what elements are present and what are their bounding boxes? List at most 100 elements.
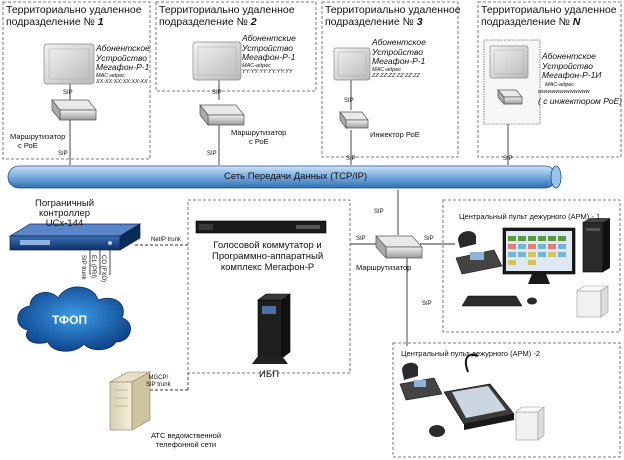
region-box-1 xyxy=(2,1,151,160)
region-3-title-line2: подразделение № xyxy=(325,16,414,28)
region-3-num: 3 xyxy=(416,16,423,28)
device-2-mac: YY:YY:YY:YY:YY:YY xyxy=(242,69,293,75)
sip-label-1b: SIP xyxy=(58,151,68,157)
core-router xyxy=(375,235,423,259)
region-box-n xyxy=(477,1,622,158)
pbx-cabinet xyxy=(108,371,152,431)
speaker-device-2 xyxy=(192,41,242,81)
console1-mouse xyxy=(527,297,537,305)
region-1-num: 1 xyxy=(97,16,104,28)
dashed-lines xyxy=(135,244,189,391)
device-n-line3: Мегафон-Р-1И xyxy=(542,70,602,80)
device-3-mac-label: MAC-адрес xyxy=(372,66,401,73)
device-1-label: Абонентское Устройство Мегафон-Р-1 MAC-а… xyxy=(96,43,150,86)
core-router-label: Маршрутизатор xyxy=(356,263,412,272)
mgcp-label: MGCP/ SIP trunk xyxy=(146,375,171,389)
console1-pc xyxy=(582,218,610,273)
sip-label-core-left: SIP xyxy=(356,236,366,242)
router-1-line2: с РоЕ xyxy=(18,141,38,150)
device-n-line1: Абонентское xyxy=(542,51,596,61)
sip-label-2b: SIP xyxy=(207,151,217,157)
region-n-title: Территориально удаленное подразделение №… xyxy=(481,4,617,28)
voice-switch-line3: комплекс Мегафон-Р xyxy=(220,262,315,273)
device-1-line2: Устройство xyxy=(96,52,147,63)
voice-switch-line1: Голосовой коммутатор и xyxy=(213,240,322,251)
region-1-title-line1: Территориально удаленное xyxy=(6,4,142,16)
sip-label-2a: SIP xyxy=(212,90,222,96)
console2-ups xyxy=(515,406,545,441)
border-controller-line1: Пограничный xyxy=(35,198,95,209)
pstn-cloud xyxy=(17,286,131,352)
voice-switch-line2: Программно-аппаратный xyxy=(212,251,324,262)
router-2-line2: с РоЕ xyxy=(249,137,269,146)
device-2-mac-label: MAC-адрес xyxy=(242,62,271,69)
sip-label-core-right: SIP xyxy=(424,236,434,242)
router-2-label: Маршрутизатор с РоЕ xyxy=(231,128,286,146)
speaker-device-3 xyxy=(333,47,371,81)
region-3-title-line1: Территориально удаленное xyxy=(325,4,461,16)
poe-router-1 xyxy=(51,99,97,121)
device-2-line3: Мегафон-Р-1 xyxy=(242,52,296,62)
device-3-line2: Устройство xyxy=(372,46,423,57)
device-3-mac: ZZ:ZZ:ZZ:ZZ:ZZ:ZZ xyxy=(372,73,420,79)
voice-switch-label: Голосовой коммутатор и Программно-аппара… xyxy=(212,240,323,273)
region-n-num: N xyxy=(572,16,581,28)
console1-ups xyxy=(576,285,609,318)
router-1-label: Маршрутизатор с РоЕ xyxy=(10,132,65,150)
region-box-3 xyxy=(321,1,459,158)
sip-label-3a: SIP xyxy=(344,98,354,104)
device-n-line2: Устройство xyxy=(542,60,593,71)
poe-injector-3 xyxy=(339,110,369,130)
poe-router-2 xyxy=(199,104,245,126)
mgcp-line2: SIP trunk xyxy=(146,382,171,388)
console2-phone xyxy=(399,362,443,401)
region-n-title-line2: подразделение № xyxy=(481,16,570,28)
co-fxo-label: CO (FXO) xyxy=(100,255,106,282)
speaker-device-n xyxy=(483,39,541,125)
device-n-label: Абонентское Устройство Мегафон-Р-1И xyxy=(542,51,602,81)
pbx-line2: телефонной сети xyxy=(155,440,217,449)
device-3-line1: Абонентское xyxy=(372,37,426,47)
pstn-label: ТФОП xyxy=(52,313,88,327)
device-2-line2: Устройство xyxy=(242,42,293,53)
sip-label-1a: SIP xyxy=(63,90,73,96)
console2-box xyxy=(392,342,621,458)
sip-label-core-up: SIP xyxy=(374,209,384,215)
sip-trunk-label: SIP trunk xyxy=(80,255,86,280)
device-n-injector-note: ( с инжектором РоЕ) xyxy=(538,96,623,106)
console1-keyboard xyxy=(461,295,523,307)
ucx-controller xyxy=(8,223,142,251)
border-controller-line2: контроллер xyxy=(38,208,91,219)
ups-tower xyxy=(252,293,291,364)
console2-label: Центральный пульт дежурного (АРМ) -2 xyxy=(401,349,541,358)
network-bus-label: Сеть Передачи Данных (TCP/IP) xyxy=(224,171,368,182)
mgcp-line1: MGCP/ xyxy=(148,375,169,381)
console2-dispatch-panel xyxy=(443,353,515,430)
region-n-title-line1: Территориально удаленное xyxy=(481,4,617,16)
device-3-line3: Мегафон-Р-1 xyxy=(372,56,426,66)
border-controller-label: Пограничный контроллер UCx-144 xyxy=(35,199,94,229)
region-2-title-line1: Территориально удаленное xyxy=(159,4,295,16)
e1-pri-label: E1 (PRI) xyxy=(90,255,96,279)
router-1-line1: Маршрутизатор xyxy=(10,132,66,141)
speaker-device-1 xyxy=(43,43,95,85)
network-bus xyxy=(7,165,562,189)
region-2-title-line2: подразделение № xyxy=(159,16,248,28)
sip-label-na: SIP xyxy=(503,156,513,162)
pbx-line1: АТС ведомственной xyxy=(151,431,222,440)
voice-switch xyxy=(195,220,327,234)
region-2-num: 2 xyxy=(250,16,257,28)
region-1-title-line2: подразделение № xyxy=(6,16,95,28)
device-2-label: Абонентские Устройство Мегафон-Р-1 MAC-а… xyxy=(242,33,296,76)
console1-label: Центральный пульт дежурного (АРМ) - 1 xyxy=(459,212,601,221)
region-3-title: Территориально удаленное подразделение №… xyxy=(325,4,461,28)
pbx-label: АТС ведомственной телефонной сети xyxy=(151,431,221,449)
console1-phone xyxy=(455,231,503,275)
device-n-mac: wwwwwwwwwwwww xyxy=(538,89,590,95)
device-2-line1: Абонентские xyxy=(242,33,296,43)
ups-label: ИБП xyxy=(259,369,279,380)
device-1-line3: Мегафон-Р-1 xyxy=(96,62,150,72)
console2-mouse xyxy=(429,425,445,437)
device-1-line1: Абонентское xyxy=(96,43,150,53)
